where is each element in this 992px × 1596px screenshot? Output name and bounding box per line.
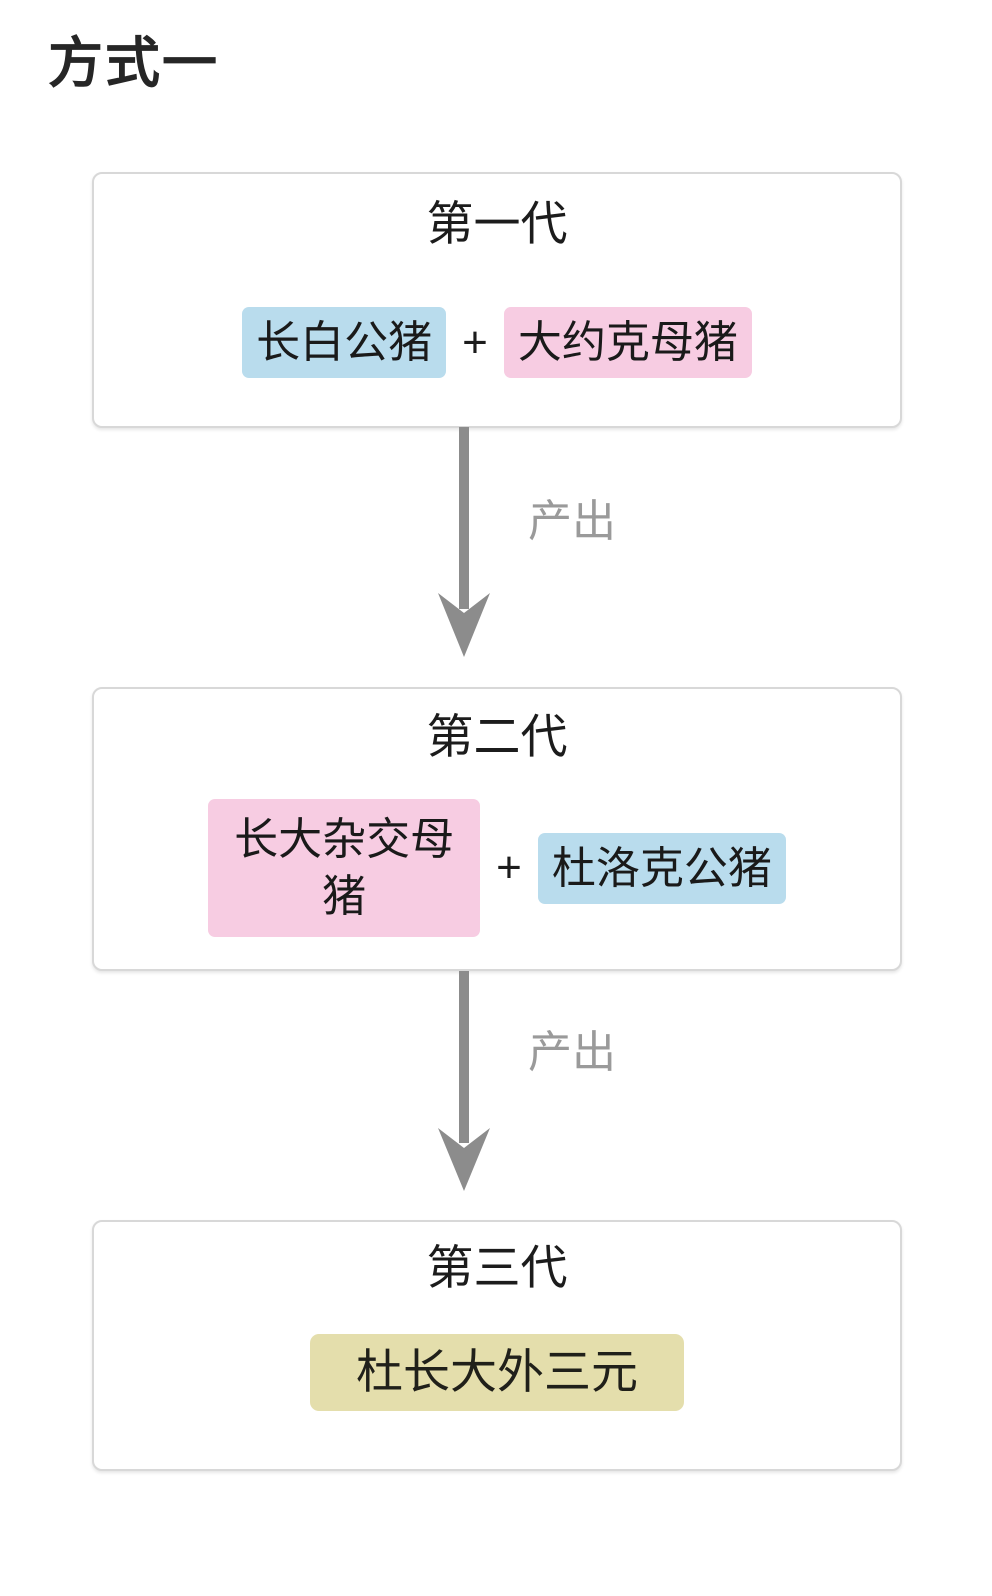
generation-2-breed-row: 长大杂交母猪 + 杜洛克公猪 bbox=[94, 799, 900, 938]
connector-1-label: 产出 bbox=[528, 497, 616, 546]
connector-2-label: 产出 bbox=[528, 1028, 616, 1077]
breed-chip-changda-crossbred-sow[interactable]: 长大杂交母猪 bbox=[208, 799, 481, 938]
connector-1: 产出 bbox=[0, 427, 992, 687]
generation-1-title: 第一代 bbox=[426, 197, 568, 250]
plus-operator-1: + bbox=[462, 317, 488, 367]
breed-chip-duroc-boar[interactable]: 杜洛克公猪 bbox=[537, 832, 786, 904]
generation-2-title: 第二代 bbox=[426, 710, 568, 763]
arrow-down-icon bbox=[438, 971, 490, 1191]
breed-chip-changbai-boar[interactable]: 长白公猪 bbox=[242, 307, 447, 378]
breed-chip-duchangda-three-way-hybrid[interactable]: 杜长大外三元 bbox=[310, 1334, 684, 1411]
breed-chip-yorkshire-sow[interactable]: 大约克母猪 bbox=[503, 307, 752, 378]
generation-3-offspring-row: 杜长大外三元 bbox=[94, 1334, 900, 1411]
generation-card-3: 第三代 杜长大外三元 bbox=[92, 1220, 902, 1471]
generation-1-breed-row: 长白公猪 + 大约克母猪 bbox=[94, 307, 900, 378]
generation-card-1: 第一代 长白公猪 + 大约克母猪 bbox=[92, 172, 902, 428]
generation-3-title: 第三代 bbox=[426, 1241, 568, 1294]
page-title: 方式一 bbox=[48, 32, 220, 94]
generation-card-2: 第二代 长大杂交母猪 + 杜洛克公猪 bbox=[92, 687, 902, 971]
arrow-down-icon bbox=[438, 427, 490, 657]
connector-2: 产出 bbox=[0, 971, 992, 1220]
plus-operator-2: + bbox=[496, 843, 522, 893]
